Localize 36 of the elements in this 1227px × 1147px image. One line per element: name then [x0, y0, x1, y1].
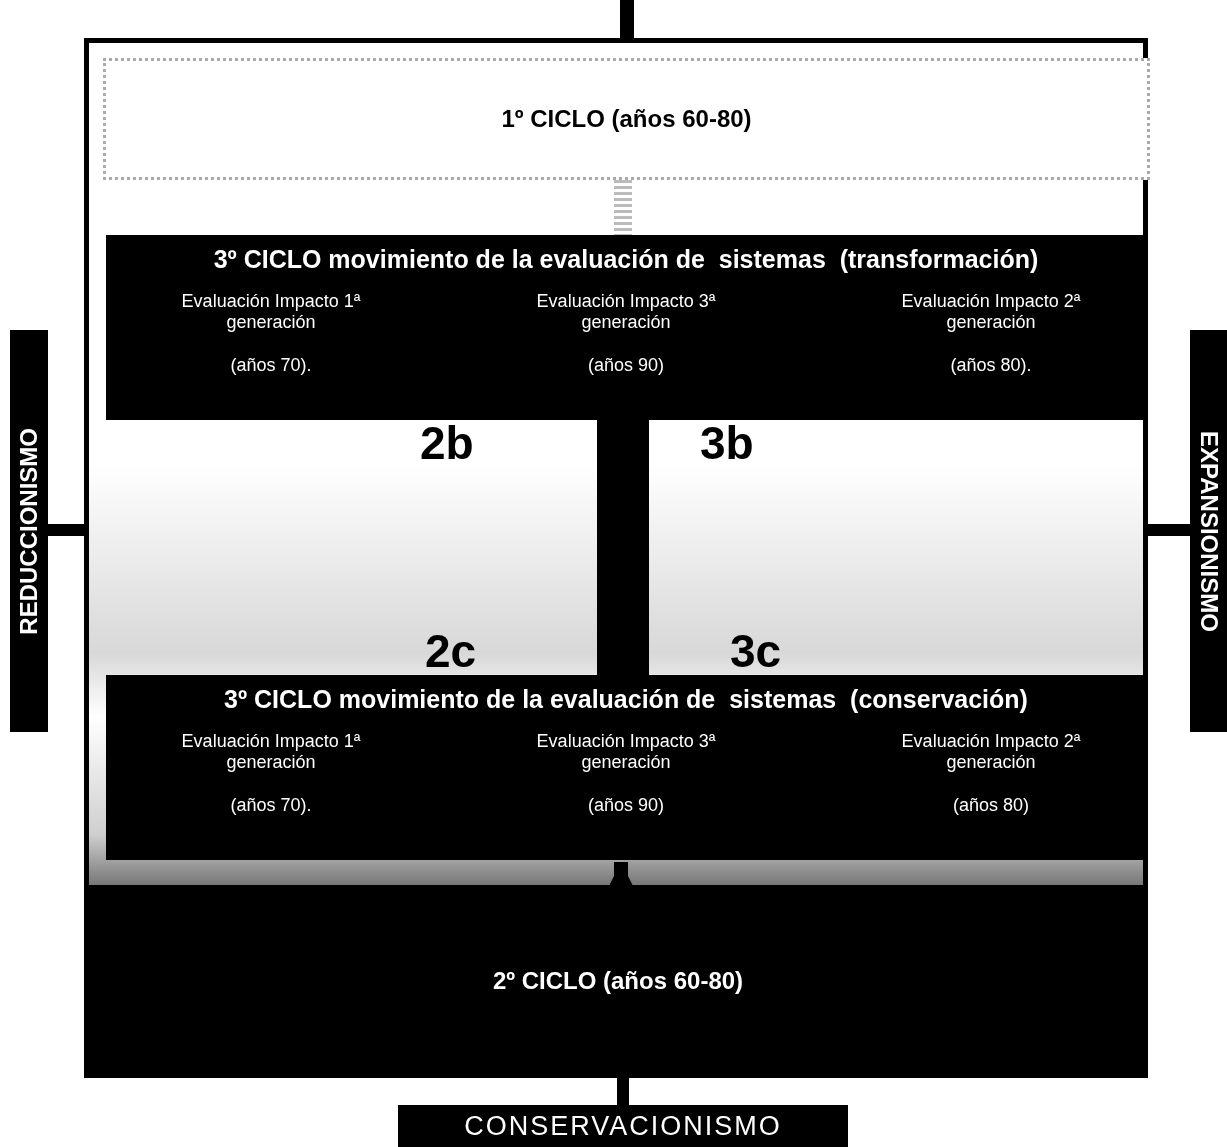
years-text: (años 90) [586, 355, 665, 376]
years-text: (años 70). [229, 795, 313, 816]
cycle-box [106, 235, 1146, 420]
connector-bar [48, 524, 84, 536]
connector-bar [597, 420, 649, 675]
connector-bar [614, 180, 632, 235]
quadrant-label: 3b [700, 420, 754, 466]
axis-label: REDUCCIONISMO [15, 427, 43, 635]
cycle-title: 3º CICLO movimiento de la evaluación de sistemas (conservación) [223, 685, 1029, 714]
quadrant-label: 3c [730, 628, 782, 674]
generation-title: Evaluación Impacto 1ª generación [181, 291, 361, 333]
cycle-box [103, 58, 1150, 180]
axis-label: EXPANSIONISMO [1194, 430, 1223, 632]
cycle-box [106, 675, 1146, 860]
cycle-title: 1º CICLO (años 60-80) [501, 105, 752, 133]
axis-label-box [10, 330, 48, 732]
axis-label-box [398, 1105, 848, 1147]
connector-bar [617, 1078, 629, 1105]
generation-title: Evaluación Impacto 1ª generación [181, 731, 361, 773]
cycle-title: 2º CICLO (años 60-80) [492, 967, 744, 995]
generation-title: Evaluación Impacto 3ª generación [536, 731, 716, 773]
generation-title: Evaluación Impacto 2ª generación [901, 731, 1081, 773]
years-text: (años 80). [949, 355, 1033, 376]
axis-label-box [1190, 330, 1227, 732]
connector-bar [1148, 524, 1190, 536]
outer-frame [84, 38, 1148, 1078]
generation-title: Evaluación Impacto 3ª generación [536, 291, 716, 333]
connector-bar [620, 0, 634, 38]
years-text: (años 80) [951, 795, 1030, 816]
generation-title: Evaluación Impacto 2ª generación [901, 291, 1081, 333]
quadrant-label: 2c [425, 628, 477, 674]
cycle-title: 3º CICLO movimiento de la evaluación de sistemas (transformación) [212, 245, 1040, 274]
quadrant-label: 2b [420, 420, 474, 466]
years-text: (años 90) [586, 795, 665, 816]
years-text: (años 70). [229, 355, 313, 376]
axis-label: CONSERVACIONISMO [464, 1110, 782, 1142]
